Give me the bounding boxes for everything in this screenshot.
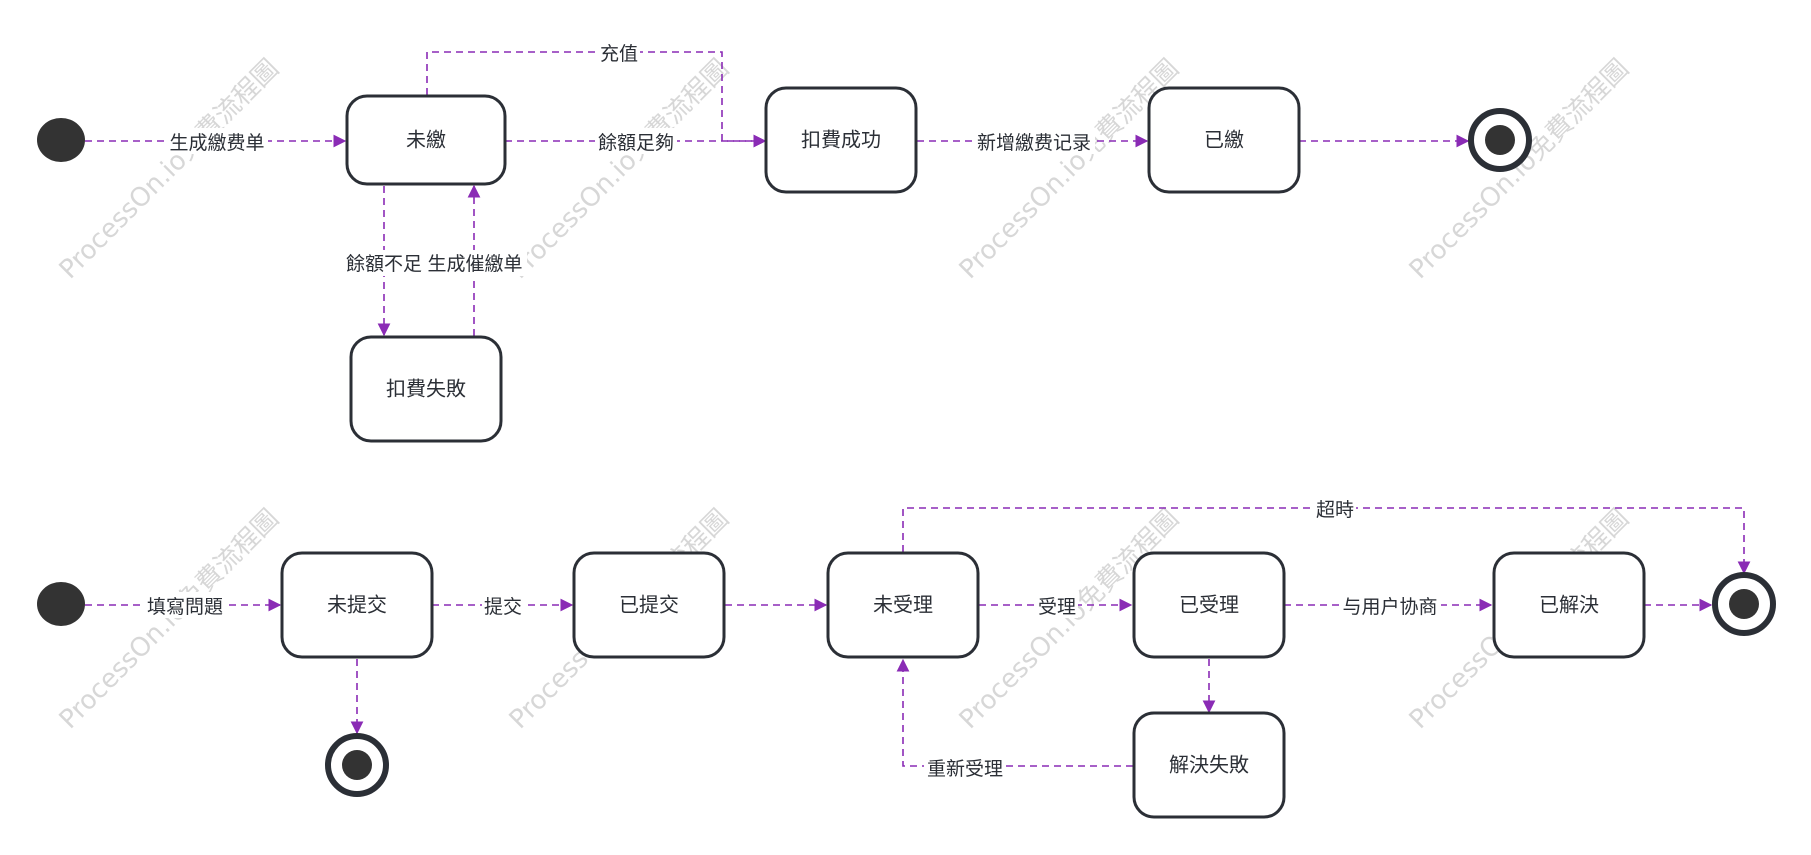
end-node-bottom-right xyxy=(1712,572,1776,636)
state-yijiao-label: 已繳 xyxy=(1204,128,1244,152)
label-accept: 受理 xyxy=(1038,596,1076,618)
edge-recharge-loop xyxy=(426,51,767,148)
state-weijiao-label: 未繳 xyxy=(406,128,446,152)
state-jiejue-shibai-label: 解決失敗 xyxy=(1169,753,1249,777)
label-re-accept: 重新受理 xyxy=(927,758,1003,780)
label-balance-enough: 餘額足夠 xyxy=(598,132,674,154)
label-negotiate: 与用户协商 xyxy=(1342,596,1437,618)
watermark-2: ProcessOn.io免費流程圖 xyxy=(504,54,735,285)
edge-timeout xyxy=(902,507,1751,575)
watermark-1: ProcessOn.io免費流程圖 xyxy=(54,54,285,285)
state-yi-jiejue[interactable]: 已解決 xyxy=(1492,551,1646,659)
end-node-bottom-left xyxy=(325,733,389,797)
label-timeout: 超時 xyxy=(1316,499,1354,521)
bottom-flow-edges xyxy=(85,507,1751,767)
state-koufei-shibai[interactable]: 扣費失敗 xyxy=(349,335,503,443)
state-weijiao[interactable]: 未繳 xyxy=(345,94,507,186)
label-fill-problem: 填寫問題 xyxy=(147,596,223,618)
top-flow-nodes: 未繳 扣費成功 已繳 扣費失敗 xyxy=(37,86,1532,443)
watermark-4: ProcessOn.io免費流程圖 xyxy=(1404,54,1635,285)
state-wei-tijiao[interactable]: 未提交 xyxy=(280,551,434,659)
label-generate-bill: 生成繳费单 xyxy=(169,132,264,154)
label-balance-insufficient: 餘額不足 xyxy=(346,253,422,275)
edge-re-accept xyxy=(896,658,1133,767)
bottom-flow-labels: 填寫問題 提交 受理 与用户协商 超時 重新受理 xyxy=(144,496,1441,780)
end-node-top xyxy=(1468,108,1532,172)
state-wei-shouli[interactable]: 未受理 xyxy=(826,551,980,659)
state-yi-tijiao-label: 已提交 xyxy=(619,593,679,617)
label-recharge: 充值 xyxy=(600,43,638,65)
start-node-top xyxy=(37,118,85,162)
label-add-record: 新增繳费记录 xyxy=(977,132,1091,154)
start-node-bottom xyxy=(37,582,85,626)
state-yi-shouli-label: 已受理 xyxy=(1179,593,1239,617)
state-jiejue-shibai[interactable]: 解決失敗 xyxy=(1132,711,1286,819)
label-submit: 提交 xyxy=(484,596,522,618)
state-wei-tijiao-label: 未提交 xyxy=(327,593,387,617)
state-yi-shouli[interactable]: 已受理 xyxy=(1132,551,1286,659)
state-koufei-shibai-label: 扣費失敗 xyxy=(386,377,466,401)
state-koufei-chenggong[interactable]: 扣費成功 xyxy=(764,86,918,194)
state-wei-shouli-label: 未受理 xyxy=(873,593,933,617)
watermark-5: ProcessOn.io免費流程圖 xyxy=(54,504,285,735)
state-yi-tijiao[interactable]: 已提交 xyxy=(572,551,726,659)
bottom-flow-nodes: 未提交 已提交 未受理 已受理 已解決 解決失敗 xyxy=(37,551,1776,819)
top-flow-labels: 生成繳费单 餘額足夠 充值 新增繳费记录 餘額不足 生成催繳单 xyxy=(166,40,1095,276)
label-generate-reminder: 生成催繳单 xyxy=(427,253,522,275)
state-yijiao[interactable]: 已繳 xyxy=(1147,86,1301,194)
state-yi-jiejue-label: 已解決 xyxy=(1539,593,1599,617)
state-koufei-chenggong-label: 扣費成功 xyxy=(801,128,881,152)
